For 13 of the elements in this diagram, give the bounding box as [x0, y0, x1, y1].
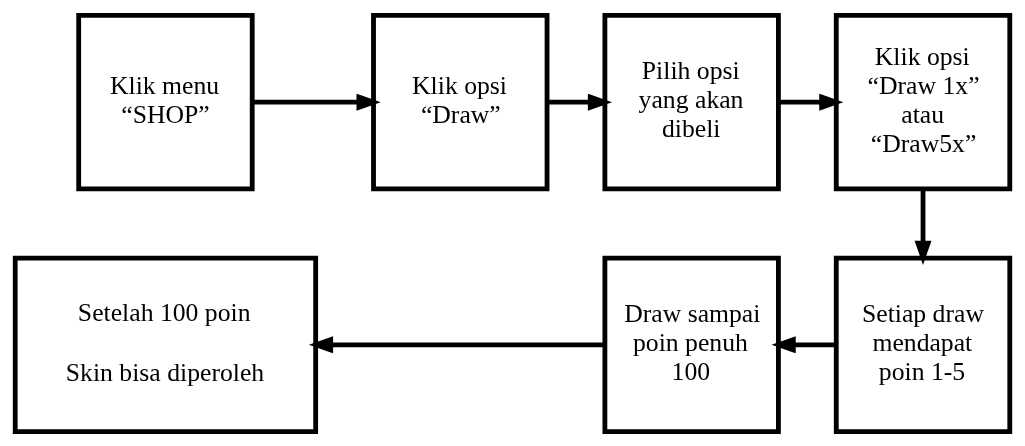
node-box: Klik opsi “Draw 1x” atau “Draw5x” — [833, 12, 1013, 191]
node-box: Klik opsi “Draw” — [371, 12, 550, 191]
arrow — [547, 93, 612, 111]
node-box: Setiap draw mendapat poin 1-5 — [833, 255, 1013, 434]
node-box: Draw sampai poin penuh 100 — [602, 255, 781, 434]
arrow — [771, 335, 837, 353]
node-box: Setelah 100 poin Skin bisa diperoleh — [12, 255, 319, 434]
arrow — [308, 335, 605, 353]
arrow — [778, 93, 844, 111]
arrow — [252, 93, 381, 111]
node-box: Klik menu “SHOP” — [76, 12, 255, 191]
arrow — [914, 188, 932, 265]
node-box: Pilih opsi yang akan dibeli — [602, 12, 781, 191]
